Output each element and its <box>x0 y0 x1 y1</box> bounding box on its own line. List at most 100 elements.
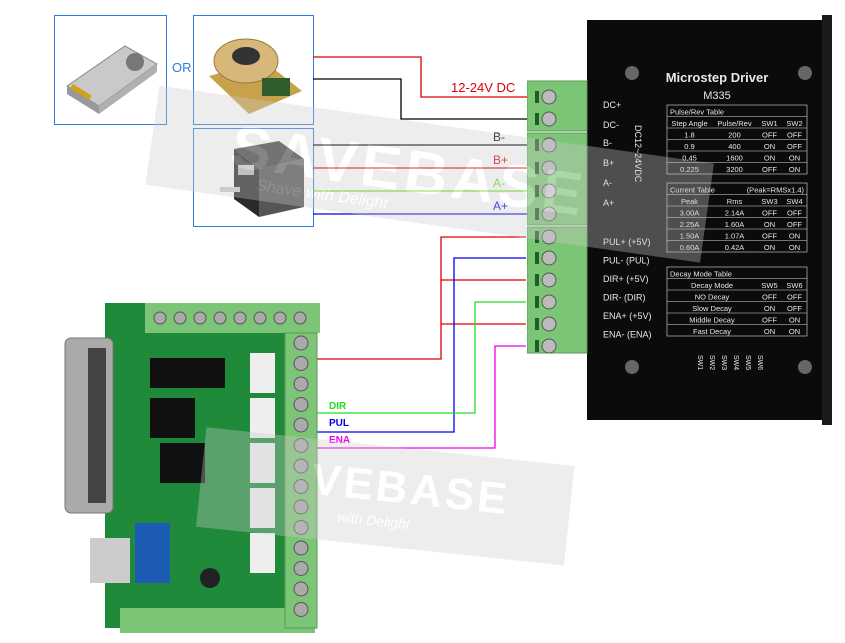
dip-switch-label: SW2 <box>708 355 715 370</box>
terminal-screw-icon[interactable] <box>193 311 207 325</box>
screw-icon <box>798 66 812 80</box>
pin-label: B- <box>603 138 612 148</box>
table-cell: 0.225 <box>680 165 699 174</box>
terminal-screw-icon[interactable] <box>273 311 287 325</box>
table-cell: ON <box>789 327 800 336</box>
terminal-screw-icon[interactable] <box>293 397 309 412</box>
terminal-screw-icon[interactable] <box>293 458 309 474</box>
wire-dc-minus <box>313 78 527 120</box>
terminal-screw-icon[interactable] <box>541 294 557 310</box>
table-title: Decay Mode Table <box>670 270 732 279</box>
screw-icon <box>625 66 639 80</box>
terminal-screw-icon[interactable] <box>253 311 267 325</box>
table-cell: OFF <box>762 316 777 325</box>
terminal-screw-icon[interactable] <box>213 311 227 325</box>
dip-switch-label: SW5 <box>744 355 751 370</box>
table-cell: 400 <box>728 142 741 151</box>
terminal-screw-icon[interactable] <box>541 137 557 153</box>
table-cell: ON <box>789 232 800 241</box>
table-cell: OFF <box>762 165 777 174</box>
terminal-screw-icon[interactable] <box>293 602 309 617</box>
power-supply-image <box>54 15 167 125</box>
table-cell: Middle Decay <box>689 316 735 325</box>
table-cell: 2.14A <box>725 209 745 218</box>
terminal-screw-icon[interactable] <box>293 335 309 351</box>
relay <box>135 523 170 583</box>
table-cell: SW4 <box>786 197 802 206</box>
transformer-icon <box>209 38 302 114</box>
terminal-screw-icon[interactable] <box>541 229 557 245</box>
pin-label: ENA- (ENA) <box>603 330 652 340</box>
dip-switch-label: SW1 <box>696 355 703 370</box>
pin-label: PUL- (PUL) <box>603 256 650 266</box>
table-title: Pulse/Rev Table <box>670 108 724 117</box>
table-cell: 1.8 <box>684 131 694 140</box>
terminal-screw-icon[interactable] <box>293 479 309 494</box>
terminal-screw-icon[interactable] <box>293 376 309 392</box>
driver-model: M335 <box>703 90 731 102</box>
table-cell: 0.9 <box>684 142 694 151</box>
terminal-screw-icon[interactable] <box>293 438 309 453</box>
usb-port <box>90 538 130 583</box>
table-cell: OFF <box>787 142 802 151</box>
table-cell: SW2 <box>786 119 802 128</box>
table-title: Current Table <box>670 186 715 195</box>
terminal-screw-icon[interactable] <box>173 311 187 325</box>
table-cell: OFF <box>762 232 777 241</box>
table-cell: 3200 <box>726 165 743 174</box>
terminal-screw-icon[interactable] <box>541 160 557 176</box>
driver-title: Microstep Driver <box>666 70 769 85</box>
table-cell: SW1 <box>761 119 777 128</box>
dir-wire-label: DIR <box>329 401 347 412</box>
terminal-screw-icon[interactable] <box>541 89 557 105</box>
terminal-screw-icon[interactable] <box>541 316 557 332</box>
table-cell: OFF <box>787 209 802 218</box>
terminal-screw-icon[interactable] <box>233 311 247 325</box>
terminal-screw-icon[interactable] <box>293 520 309 535</box>
stepper-motor-image <box>193 128 314 227</box>
driver-terminal-blocks <box>527 80 588 354</box>
table-cell: OFF <box>787 220 802 229</box>
b-minus-wire-label: B- <box>493 130 505 144</box>
table-cell: NO Decay <box>695 293 730 302</box>
terminal-screw-icon[interactable] <box>541 272 557 288</box>
a-plus-wire-label: A+ <box>493 199 509 213</box>
terminal-screw-icon[interactable] <box>293 356 309 371</box>
table-cell: 1600 <box>726 154 743 163</box>
pin-label: A- <box>603 178 612 188</box>
table-cell: 0.42A <box>725 243 745 252</box>
wire-dir <box>312 301 526 414</box>
terminal-screw-icon[interactable] <box>293 540 309 556</box>
terminal-screw-icon[interactable] <box>293 311 307 325</box>
table-cell: Step Angle <box>671 119 707 128</box>
terminal-screw-icon[interactable] <box>153 311 167 325</box>
dip-switch-label: SW6 <box>756 355 763 370</box>
wire-dc-plus <box>313 56 527 98</box>
pin-label: B+ <box>603 158 614 168</box>
pul-wire-label: PUL <box>329 418 349 429</box>
table-cell: ON <box>789 316 800 325</box>
table-cell: OFF <box>762 131 777 140</box>
table-cell: Peak <box>681 197 698 206</box>
terminal-screw-icon[interactable] <box>541 206 557 222</box>
pin-label: A+ <box>603 198 614 208</box>
terminal-screw-icon[interactable] <box>293 499 309 515</box>
terminal-screw-icon[interactable] <box>293 417 309 433</box>
table-cell: OFF <box>762 293 777 302</box>
table-cell: 200 <box>728 131 741 140</box>
pin-label: PUL+ (+5V) <box>603 237 651 247</box>
terminal-screw-icon[interactable] <box>541 111 557 127</box>
table-cell: ON <box>764 220 775 229</box>
pin-label: DC+ <box>603 100 621 110</box>
terminal-screw-icon[interactable] <box>541 338 557 354</box>
terminal-screw-icon[interactable] <box>541 183 557 199</box>
terminal-screw-icon[interactable] <box>293 581 309 597</box>
pin-label: DIR- (DIR) <box>603 293 646 303</box>
table-cell: ON <box>789 154 800 163</box>
table-cell: Pulse/Rev <box>717 119 751 128</box>
terminal-screw-icon[interactable] <box>293 561 309 576</box>
table-cell: ON <box>764 327 775 336</box>
terminal-screw-icon[interactable] <box>541 250 557 266</box>
transformer-image <box>193 15 314 125</box>
